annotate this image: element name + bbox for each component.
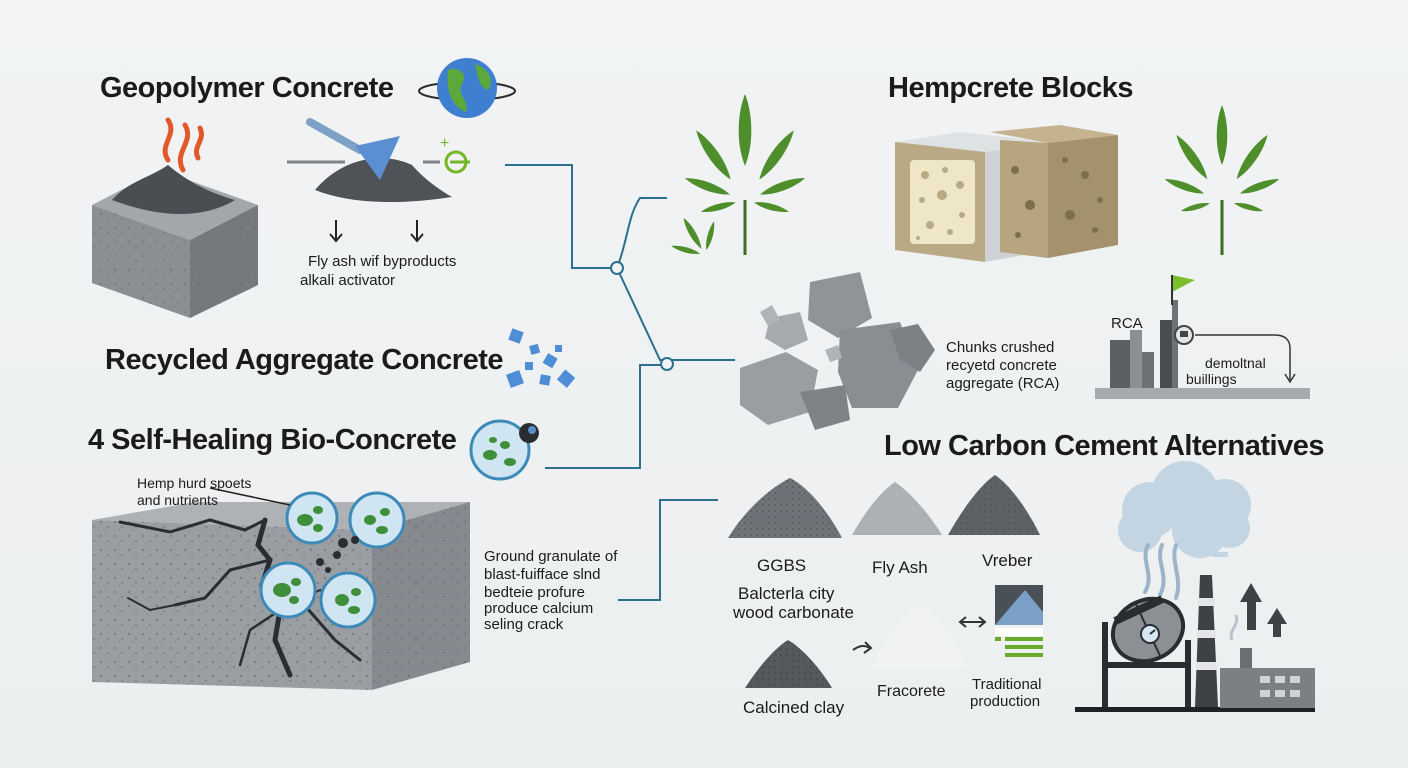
calcined-clay-label: Calcined clay: [743, 698, 845, 717]
geopolymer-caption-line2: alkali activator: [300, 272, 396, 289]
demolition-illustration: [1095, 275, 1310, 399]
aggregate-cubes-icon: [506, 328, 576, 388]
bacteria-capsules-illustration: [209, 487, 406, 629]
heading-selfhealing: 4 Self-Healing Bio-Concrete: [88, 424, 457, 456]
rca-caption-line1: Chunks crushed: [946, 339, 1055, 356]
document-icon: [995, 585, 1043, 657]
flame-icon: [162, 117, 204, 173]
hempcrete-blocks-illustration: [895, 125, 1118, 262]
heading-recycled: Recycled Aggregate Concrete: [105, 344, 504, 376]
geopolymer-caption-line1: Fly ash wif byproducts: [308, 253, 457, 270]
crushed-concrete-chunks: [740, 272, 935, 430]
bacteria-capsule-icon: [469, 419, 539, 481]
factory-illustration: [1075, 461, 1315, 712]
ggbs-label: GGBS: [757, 556, 807, 575]
bio-desc-line1: Ground granulate of: [484, 548, 618, 565]
fracorete-label: Fracorete: [877, 683, 946, 700]
bio-desc-line4: produce calcium: [484, 600, 594, 617]
rca-caption-line2: recyetd concrete: [946, 357, 1057, 374]
geopolymer-block-illustration: [92, 165, 258, 318]
bacteria-label-line2: wood carbonate: [733, 603, 854, 622]
cement-piles-illustration: [728, 475, 1040, 688]
mixing-illustration: +: [287, 118, 470, 243]
bio-desc-line2: blast-fuifface slnd: [484, 566, 601, 583]
demolition-label-line1: demoltnal: [1205, 355, 1266, 371]
vreber-label: Vreber: [982, 551, 1033, 570]
bio-desc-line3: bedteie profure: [484, 584, 585, 601]
traditional-label-line2: production: [970, 693, 1041, 710]
demolition-label-line2: buillings: [1186, 371, 1237, 387]
cracked-concrete-slab: [92, 502, 470, 690]
bio-callout-line2: and nutrients: [137, 492, 218, 508]
rca-label: RCA: [1111, 315, 1143, 332]
heading-lowcarbon: Low Carbon Cement Alternatives: [884, 430, 1324, 462]
rca-caption-line3: aggregate (RCA): [946, 375, 1060, 392]
heading-hempcrete: Hempcrete Blocks: [888, 72, 1134, 104]
upward-arrow-icons: [1240, 583, 1287, 637]
traditional-label-line1: Traditional: [972, 676, 1042, 693]
bio-callout-line1: Hemp hurd spoets: [137, 475, 252, 491]
globe-icon: [418, 58, 516, 118]
hemp-leaf-icon: [1163, 105, 1281, 255]
bio-desc-line5: seling crack: [484, 616, 564, 633]
flyash-label: Fly Ash: [872, 558, 928, 577]
hemp-plant-illustration: [670, 94, 807, 257]
process-arrows: [852, 616, 987, 654]
heading-geopolymer: Geopolymer Concrete: [100, 72, 394, 104]
bacteria-label-line1: Balcterla city: [738, 584, 835, 603]
connector-lines: [505, 164, 735, 601]
svg-text:+: +: [440, 135, 449, 152]
